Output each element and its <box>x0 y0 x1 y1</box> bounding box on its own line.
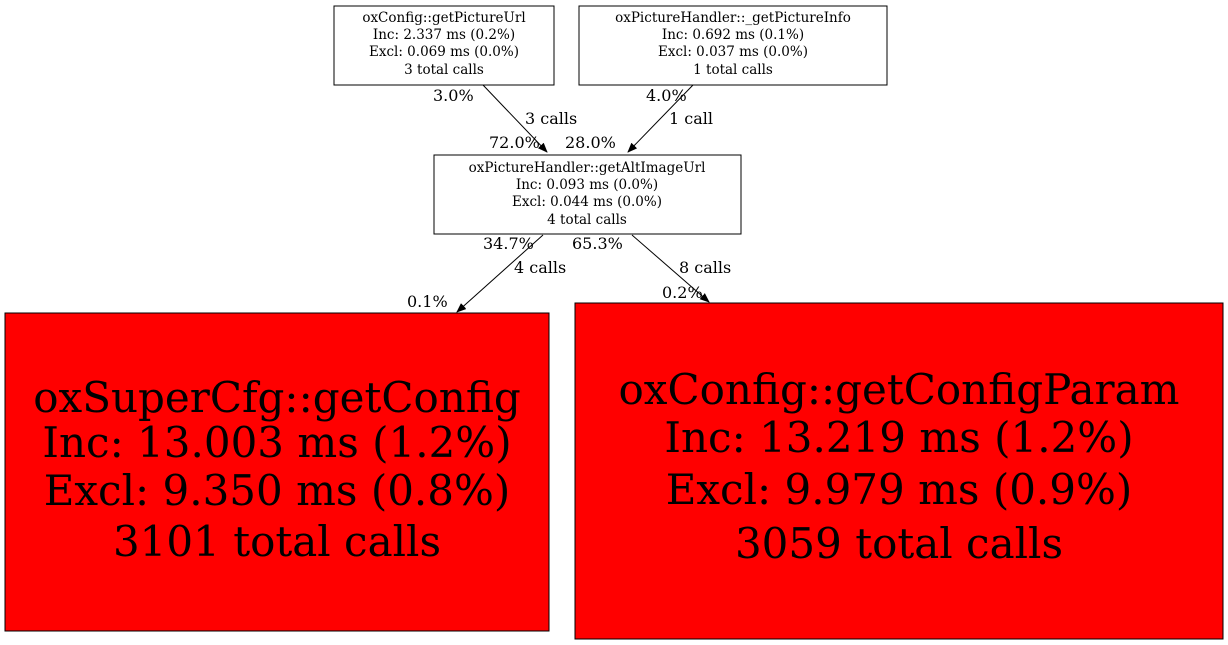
node-box <box>574 302 1224 640</box>
edge-alt-to-config: 34.7% 4 calls 0.1% <box>407 234 566 313</box>
node-inclusive-time: Inc: 2.337 ms (0.2%) <box>373 27 515 43</box>
node-exclusive-time: Excl: 0.044 ms (0.0%) <box>512 194 662 210</box>
node-exclusive-time: Excl: 9.979 ms (0.9%) <box>666 465 1133 514</box>
edge-alt-to-param: 65.3% 8 calls 0.2% <box>572 234 731 303</box>
node-total-calls: 4 total calls <box>547 212 627 228</box>
node-inclusive-time: Inc: 13.003 ms (1.2%) <box>42 418 511 467</box>
edge-line <box>627 84 694 153</box>
edge-tail-percent: 4.0% <box>646 86 687 105</box>
edge-head-percent: 72.0% <box>489 133 540 152</box>
node-function-name: oxSuperCfg::getConfig <box>33 373 520 422</box>
edge-url-to-alt: 3.0% 3 calls 72.0% <box>433 84 577 153</box>
node-get-config[interactable]: oxSuperCfg::getConfig Inc: 13.003 ms (1.… <box>4 312 550 632</box>
edge-call-count: 8 calls <box>679 258 731 277</box>
node-function-name: oxConfig::getPictureUrl <box>362 10 525 26</box>
node-get-picture-url[interactable]: oxConfig::getPictureUrl Inc: 2.337 ms (0… <box>333 5 555 86</box>
edge-tail-percent: 3.0% <box>433 86 474 105</box>
node-exclusive-time: Excl: 9.350 ms (0.8%) <box>44 466 511 515</box>
edge-call-count: 3 calls <box>525 109 577 128</box>
node-get-alt-image-url[interactable]: oxPictureHandler::getAltImageUrl Inc: 0.… <box>433 154 742 235</box>
edge-head-percent: 0.1% <box>407 292 448 311</box>
node-inclusive-time: Inc: 0.692 ms (0.1%) <box>662 27 804 43</box>
node-get-config-param[interactable]: oxConfig::getConfigParam Inc: 13.219 ms … <box>574 302 1224 640</box>
edge-head-percent: 0.2% <box>662 283 703 302</box>
edge-call-count: 4 calls <box>514 258 566 277</box>
node-inclusive-time: Inc: 0.093 ms (0.0%) <box>516 177 658 193</box>
node-total-calls: 3059 total calls <box>735 519 1063 568</box>
edge-line <box>456 234 544 313</box>
node-get-picture-info[interactable]: oxPictureHandler::_getPictureInfo Inc: 0… <box>578 5 888 86</box>
node-box <box>578 5 888 86</box>
node-total-calls: 3101 total calls <box>113 517 441 566</box>
edge-line <box>482 84 548 153</box>
node-box <box>433 154 742 235</box>
edge-tail-percent: 34.7% <box>483 234 534 253</box>
node-exclusive-time: Excl: 0.069 ms (0.0%) <box>369 44 519 60</box>
edge-line <box>631 234 710 303</box>
edge-call-count: 1 call <box>669 109 713 128</box>
node-inclusive-time: Inc: 13.219 ms (1.2%) <box>664 413 1133 462</box>
node-box <box>4 312 550 632</box>
node-function-name: oxConfig::getConfigParam <box>619 365 1180 414</box>
edge-info-to-alt: 4.0% 1 call 28.0% <box>565 84 713 153</box>
node-exclusive-time: Excl: 0.037 ms (0.0%) <box>658 44 808 60</box>
node-total-calls: 3 total calls <box>404 62 484 78</box>
edge-head-percent: 28.0% <box>565 133 616 152</box>
node-function-name: oxPictureHandler::getAltImageUrl <box>469 160 706 176</box>
node-box <box>333 5 555 86</box>
node-function-name: oxPictureHandler::_getPictureInfo <box>615 10 851 26</box>
edge-tail-percent: 65.3% <box>572 234 623 253</box>
node-total-calls: 1 total calls <box>693 62 773 78</box>
